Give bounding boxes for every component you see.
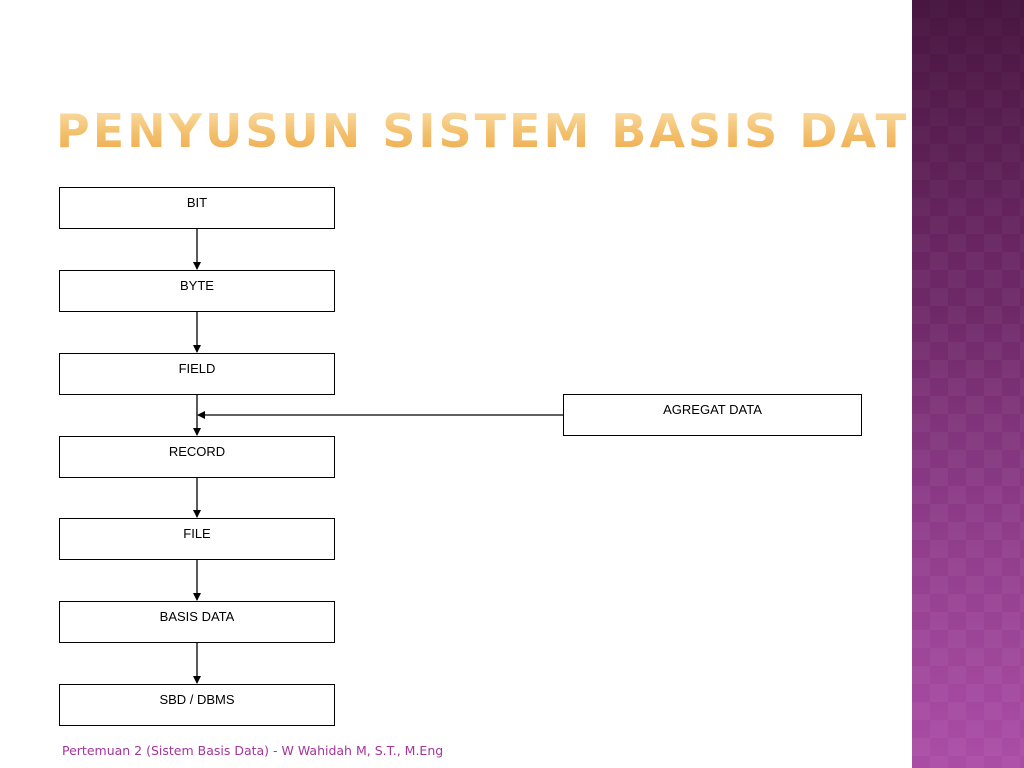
decorative-side-band: [912, 0, 1024, 768]
node-agregat-data: AGREGAT DATA: [563, 394, 862, 436]
node-bit: BIT: [59, 187, 335, 229]
slide-title: Penyusun Sistem Basis Data: [56, 104, 945, 158]
node-field: FIELD: [59, 353, 335, 395]
node-file: FILE: [59, 518, 335, 560]
node-record: RECORD: [59, 436, 335, 478]
node-byte: BYTE: [59, 270, 335, 312]
node-sbd-dbms: SBD / DBMS: [59, 684, 335, 726]
slide-footer: Pertemuan 2 (Sistem Basis Data) - W Wahi…: [62, 743, 444, 758]
node-basis-data: BASIS DATA: [59, 601, 335, 643]
